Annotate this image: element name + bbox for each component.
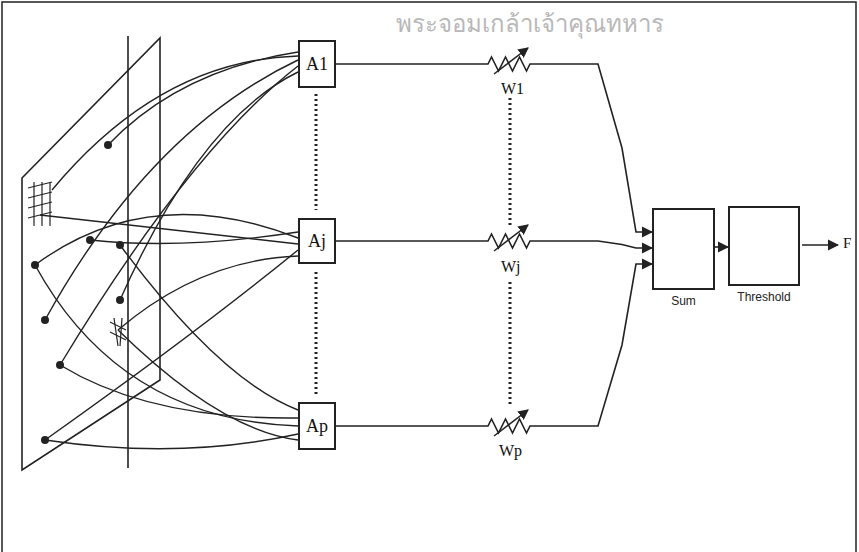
weighted-connection	[336, 264, 652, 433]
block-label: Threshold	[737, 290, 790, 304]
box-outline: A1	[298, 40, 336, 88]
association-unit-box: Aj	[298, 218, 336, 264]
block-label: Sum	[671, 294, 696, 308]
watermark: พระจอมเกล้าเจ้าคุณทหาร	[395, 4, 665, 43]
weight-label: W1	[500, 80, 525, 98]
box-outline: Ap	[298, 402, 336, 450]
weight-label: Wj	[500, 258, 522, 276]
box-outline: Aj	[298, 218, 336, 264]
association-unit-box: A1	[298, 40, 336, 88]
box-outline	[728, 206, 800, 286]
weighted-connection	[336, 234, 652, 248]
connector	[715, 246, 728, 248]
retina	[22, 36, 160, 470]
weight-label: Wp	[498, 442, 523, 460]
retina-wire	[35, 52, 298, 449]
box-outline	[652, 208, 715, 290]
process-box: Sum	[652, 208, 715, 310]
unit-label: A1	[306, 54, 328, 75]
unit-label: Ap	[306, 416, 328, 437]
output-label: F	[842, 235, 852, 252]
weighted-connection	[336, 57, 652, 232]
retina-dot	[31, 141, 124, 444]
process-box: Threshold	[728, 206, 800, 306]
output-arrow	[802, 244, 838, 246]
unit-label: Aj	[308, 231, 326, 252]
ellipsis-dots	[316, 94, 510, 404]
association-unit-box: Ap	[298, 402, 336, 450]
